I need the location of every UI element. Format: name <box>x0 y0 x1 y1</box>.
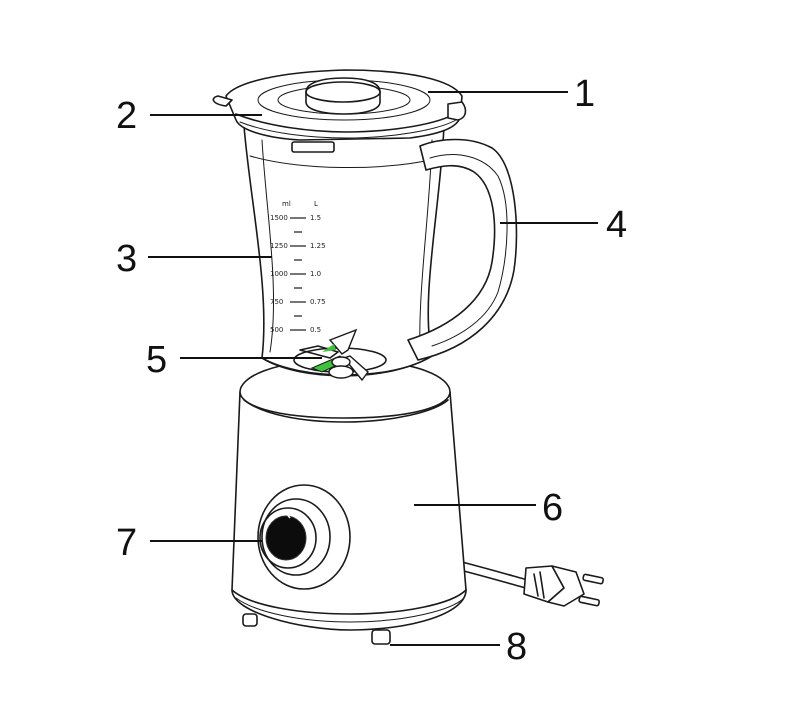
scale-mark-l: 0.5 <box>310 326 321 334</box>
scale-mark-ml: 1500 <box>270 214 288 222</box>
callout-number-1: 1 <box>574 73 595 115</box>
measurement-scale: ml L 1500 1.5 1250 1.25 1000 1.0 750 0.75 500 0.5 <box>270 200 326 334</box>
scale-mark-ml: 1250 <box>270 242 288 250</box>
speed-knob <box>257 484 351 590</box>
power-plug <box>523 565 604 607</box>
callout-number-8: 8 <box>506 626 527 668</box>
scale-mark-ml: 1000 <box>270 270 288 278</box>
foot-right <box>371 629 391 645</box>
motor-base <box>231 359 467 631</box>
callout-number-3: 3 <box>116 238 137 280</box>
callout-numbers: 1 2 3 4 5 6 7 8 <box>116 73 627 668</box>
callout-number-5: 5 <box>146 339 167 381</box>
power-cord <box>459 561 529 589</box>
callout-number-4: 4 <box>606 204 627 246</box>
callout-leaders <box>148 91 598 646</box>
blade-assembly <box>293 328 387 382</box>
scale-mark-l: 1.25 <box>310 242 326 250</box>
scale-unit-ml: ml <box>282 200 291 208</box>
scale-mark-l: 1.0 <box>310 270 321 278</box>
callout-number-7: 7 <box>116 522 137 564</box>
callout-number-6: 6 <box>542 487 563 529</box>
scale-mark-ml: 750 <box>270 298 283 306</box>
scale-mark-l: 0.75 <box>310 298 326 306</box>
scale-mark-ml: 500 <box>270 326 283 334</box>
foot-left <box>242 613 258 627</box>
measuring-cap <box>305 77 381 115</box>
scale-mark-l: 1.5 <box>310 214 321 222</box>
jar-handle <box>407 138 518 361</box>
scale-unit-l: L <box>314 200 318 208</box>
callout-number-2: 2 <box>116 95 137 137</box>
